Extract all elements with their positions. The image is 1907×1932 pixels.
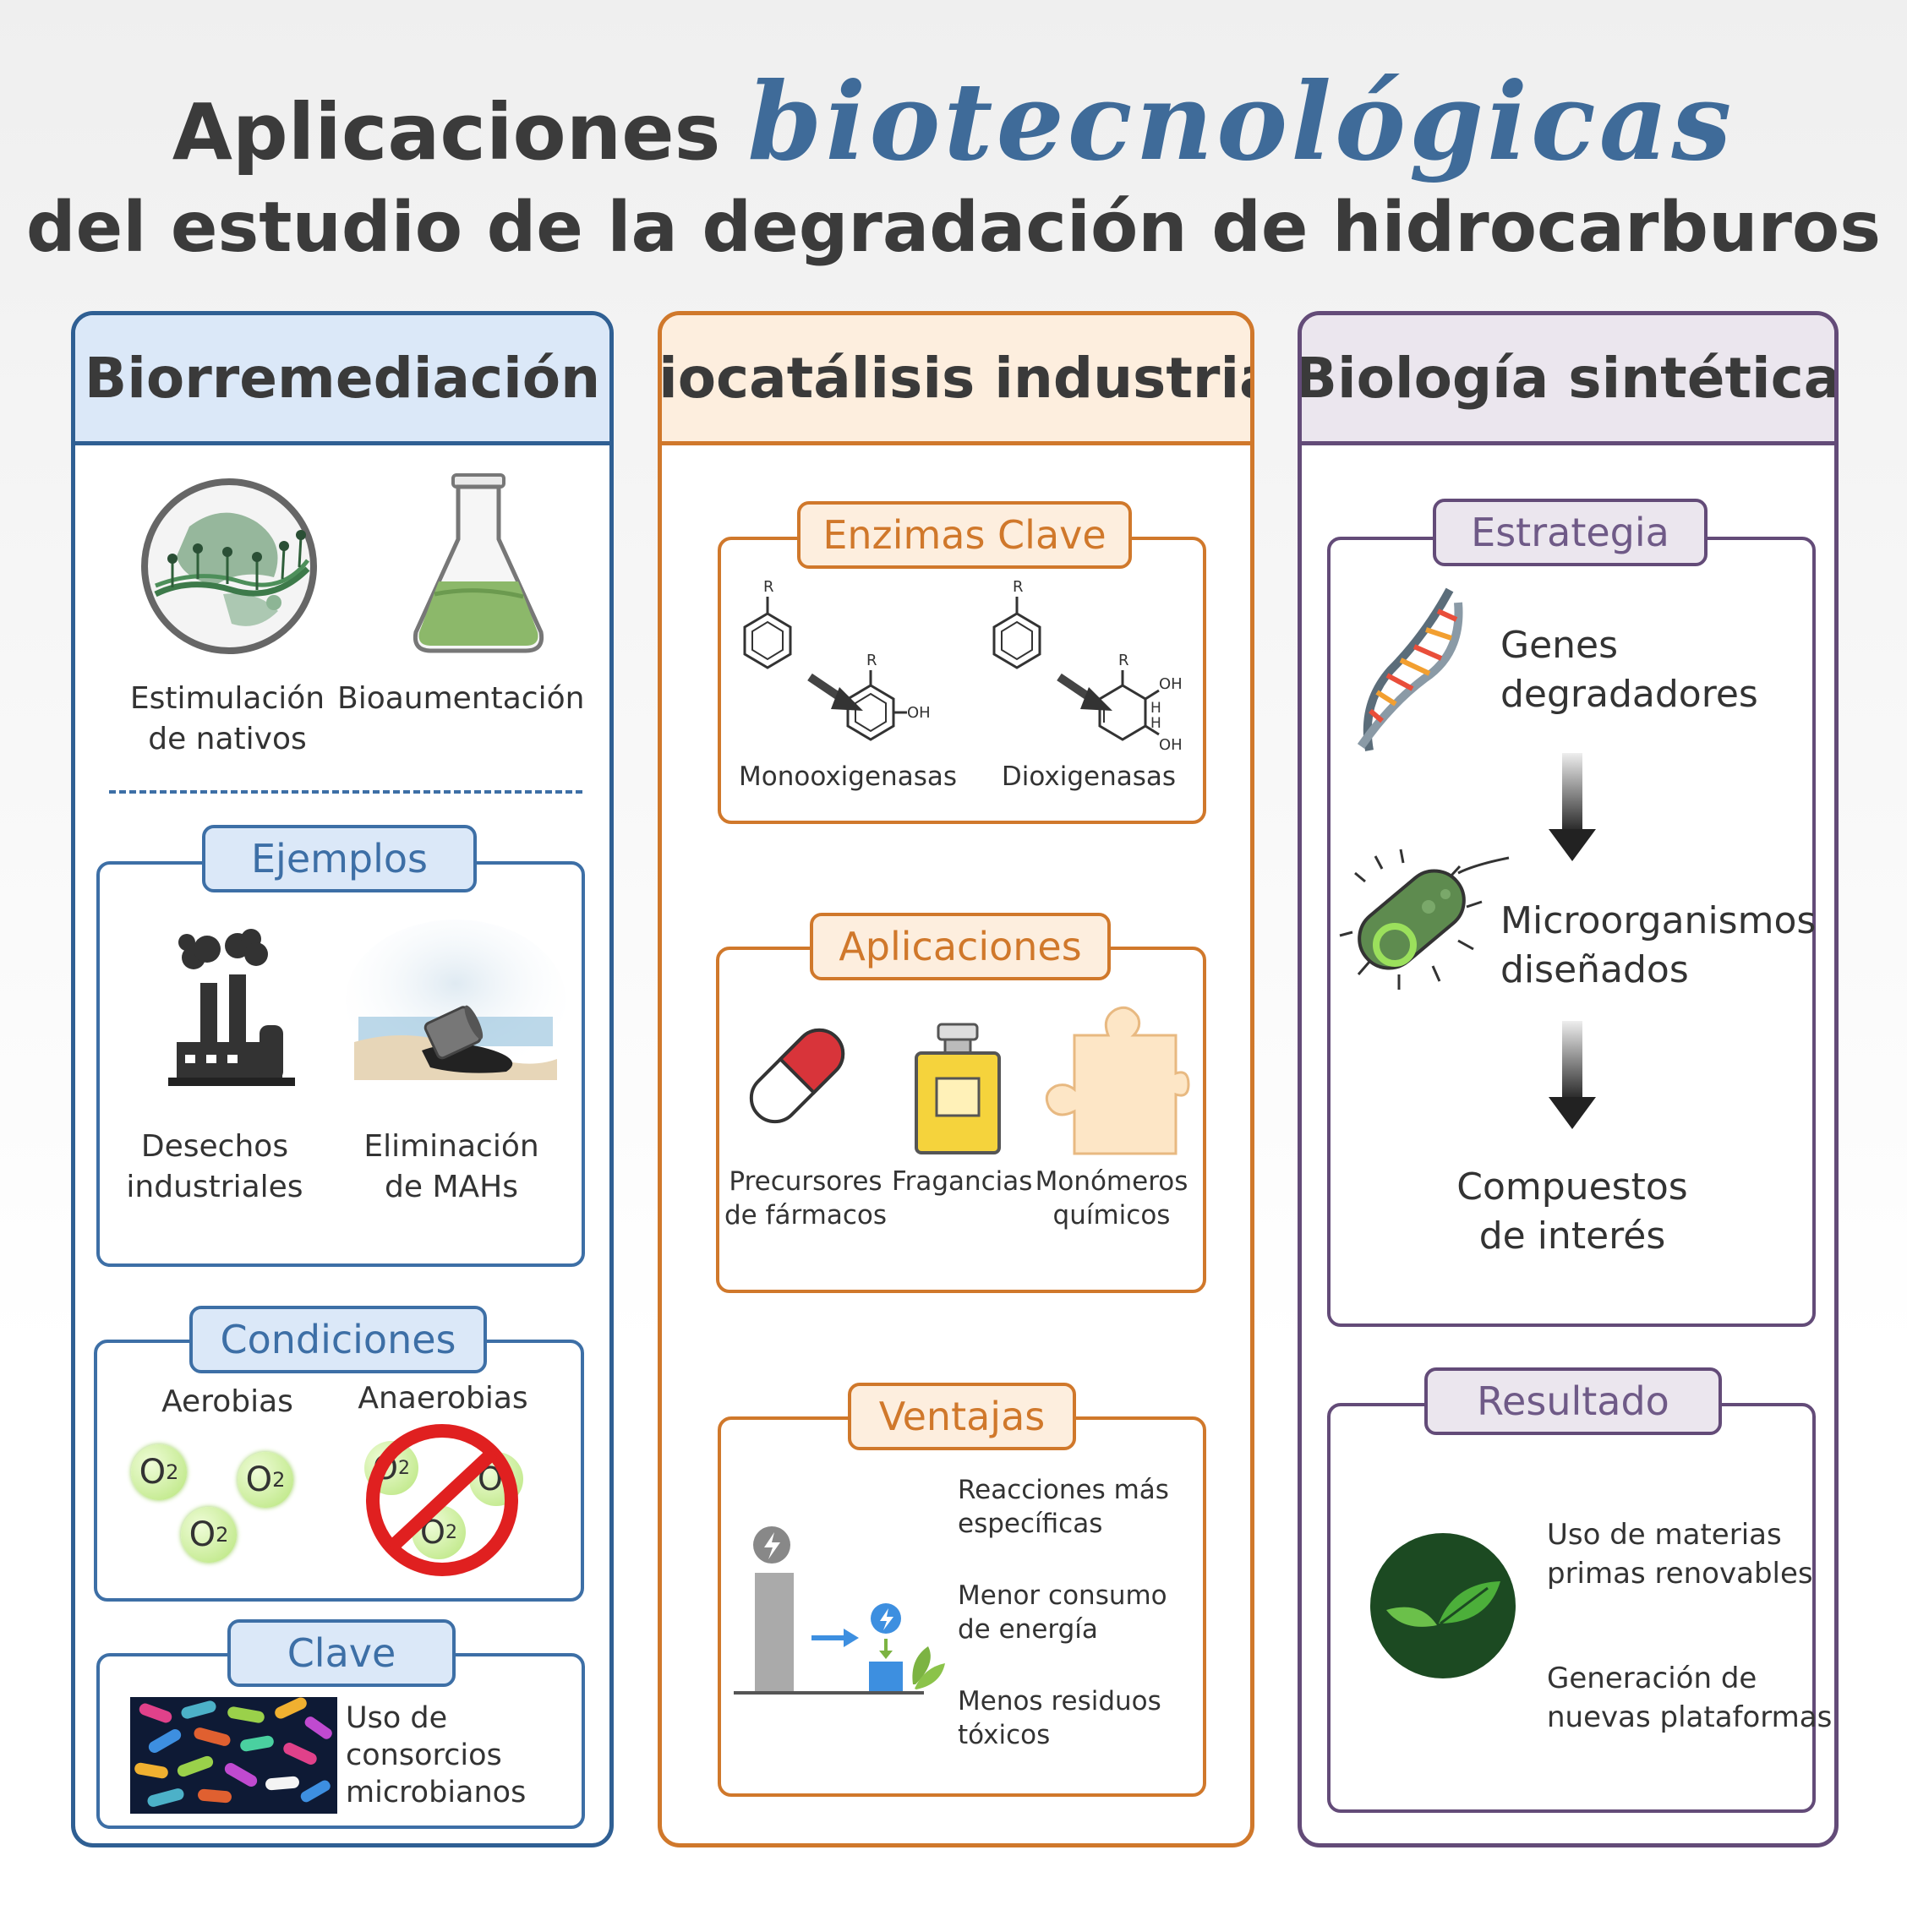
ventajas-tab: Ventajas <box>848 1383 1076 1450</box>
svg-text:OH: OH <box>907 704 931 722</box>
clave-tab: Clave <box>227 1619 456 1687</box>
pill-icon <box>749 1028 845 1124</box>
svg-text:R: R <box>763 578 774 596</box>
bacteria-consortium-icon <box>130 1697 337 1814</box>
method-label: Estimulación de nativos <box>129 681 325 756</box>
arrow-down-icon <box>1549 1021 1596 1129</box>
column-biorremediacion: Biorremediación Estimulación de nativos … <box>71 311 614 1847</box>
result-label: Generación de nuevas plataformas <box>1547 1662 1833 1734</box>
method-label: Bioaumentación <box>337 681 585 716</box>
column-heading: Biología sintética <box>1302 315 1834 445</box>
svg-text:R: R <box>866 652 877 669</box>
example-label: Eliminación de MAHs <box>363 1129 539 1204</box>
enzimas-tab: Enzimas Clave <box>797 501 1132 569</box>
advantage-label: Menor consumo de energía <box>958 1580 1167 1645</box>
svg-text:OH: OH <box>1159 675 1183 693</box>
benzene-icon: R OH H H OH <box>1098 652 1183 754</box>
clave-text: Uso de consorcios microbianos <box>346 1701 527 1809</box>
strategy-step: Genes degradadores <box>1500 624 1758 716</box>
strategy-step: Compuestos de interés <box>1456 1165 1688 1258</box>
ejemplos-tab: Ejemplos <box>202 825 477 892</box>
bacterium-icon <box>1339 849 1510 990</box>
oil-spill-icon <box>346 920 566 1080</box>
benzene-icon: R <box>992 578 1041 669</box>
divider <box>109 790 582 794</box>
page-title: Aplicaciones biotecnológicas <box>0 59 1907 184</box>
advantage-label: Menos residuos tóxicos <box>958 1686 1161 1750</box>
enzyme-label-di: Dioxigenasas <box>1001 761 1177 792</box>
svg-text:OH: OH <box>1159 736 1183 754</box>
title-highlight: biotecnológicas <box>747 59 1735 184</box>
svg-text:H: H <box>1150 715 1161 732</box>
example-label: Desechos industriales <box>126 1129 303 1204</box>
puzzle-icon <box>1045 1006 1190 1155</box>
flask-icon <box>413 473 544 653</box>
app-label: Monómeros químicos <box>1035 1166 1188 1231</box>
biofilm-icon <box>141 478 317 654</box>
condiciones-tab: Condiciones <box>189 1306 487 1373</box>
anaerobias-label: Anaerobias <box>358 1381 528 1416</box>
benzene-icon: R <box>743 578 792 669</box>
dna-icon <box>1357 587 1463 751</box>
column-heading: Biocatálisis industrial <box>662 315 1250 445</box>
column-heading: Biorremediación <box>75 315 609 445</box>
app-label: Precursores de fármacos <box>724 1166 888 1231</box>
column-biocatalisis: Biocatálisis industrial Enzimas Clave R … <box>658 311 1254 1847</box>
svg-text:R: R <box>1118 652 1129 669</box>
title-prefix: Aplicaciones <box>172 87 721 177</box>
energy-bars-icon <box>734 1526 945 1695</box>
svg-text:R: R <box>1013 578 1024 596</box>
svg-text:H: H <box>1150 700 1161 717</box>
resultado-tab: Resultado <box>1424 1367 1722 1435</box>
benzene-icon: R OH <box>846 652 931 741</box>
factory-icon <box>168 929 295 1086</box>
aplicaciones-tab: Aplicaciones <box>810 913 1111 980</box>
column-biologia: Biología sintética Estrategia Genes degr… <box>1298 311 1839 1847</box>
aerobias-label: Aerobias <box>161 1384 293 1419</box>
estrategia-tab: Estrategia <box>1433 499 1708 566</box>
no-entry-icon <box>366 1424 518 1576</box>
perfume-icon <box>915 1023 1001 1154</box>
app-label: Fragancias <box>892 1166 1033 1197</box>
strategy-step: Microorganismos diseñados <box>1500 899 1817 991</box>
page-subtitle: del estudio de la degradación de hidroca… <box>25 188 1882 268</box>
leaf-icon <box>1370 1533 1516 1678</box>
result-label: Uso de materias primas renovables <box>1547 1518 1813 1591</box>
arrow-down-icon <box>1549 753 1596 861</box>
advantage-label: Reacciones más específicas <box>958 1475 1169 1539</box>
enzyme-label-mono: Monooxigenasas <box>739 761 957 792</box>
enzimas-box <box>718 537 1206 824</box>
